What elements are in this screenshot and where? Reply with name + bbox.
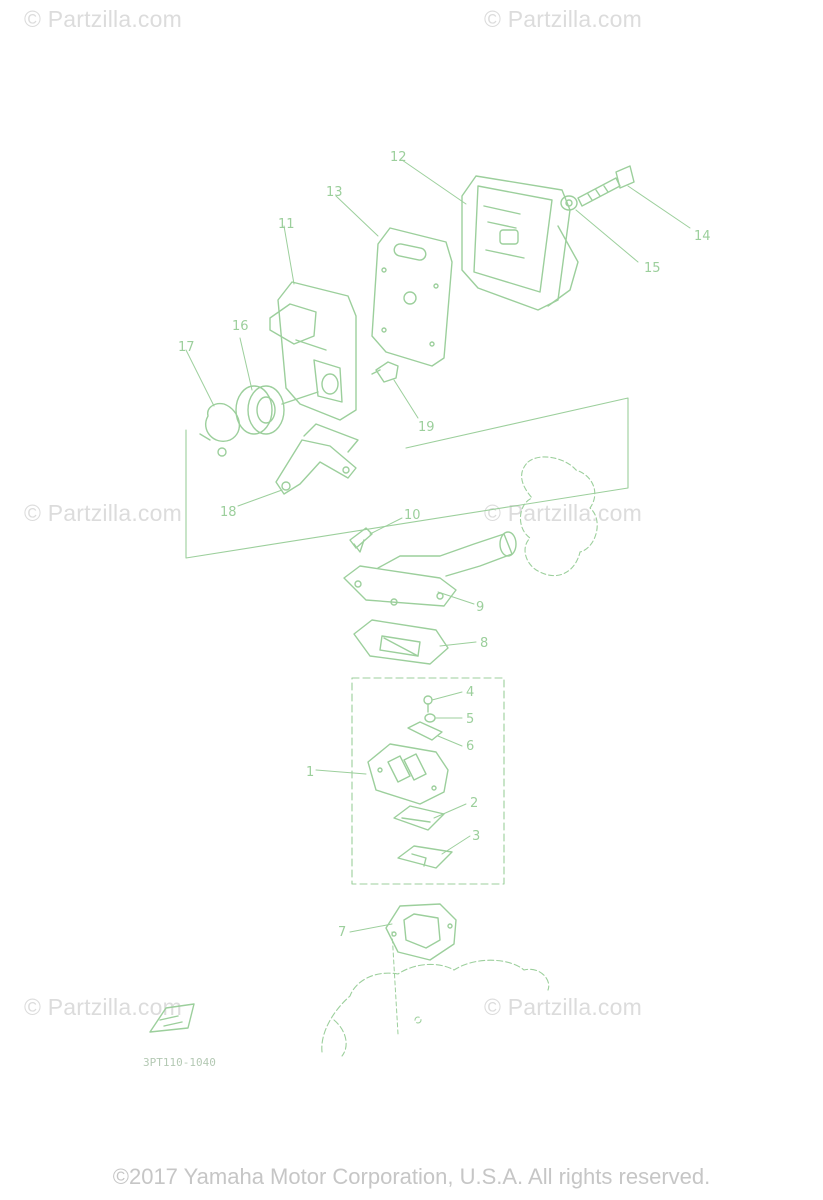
callout-19: 19 <box>418 420 435 435</box>
watermark-bottom-left: © Partzilla.com <box>24 994 182 1020</box>
callout-18: 18 <box>220 505 237 520</box>
intake-manifold-part-9 <box>343 531 517 607</box>
subassembly-bracket-lines <box>185 397 629 559</box>
reed-valve-assembly-box <box>351 677 505 885</box>
screw-part-10 <box>349 527 373 553</box>
silencer-case-part <box>461 175 579 311</box>
gasket-part-7 <box>385 903 457 961</box>
callout-6: 6 <box>466 739 474 754</box>
engine-outline-bottom <box>321 959 550 1057</box>
grommet-part-16 <box>235 385 319 435</box>
washer-part-15 <box>560 195 578 211</box>
reed-stopper-part-3 <box>397 845 453 869</box>
bracket-part-18 <box>275 423 359 495</box>
callout-4: 4 <box>466 685 474 700</box>
callout-10: 10 <box>404 508 421 523</box>
callout-11: 11 <box>278 217 295 232</box>
silencer-cover-part-11 <box>269 281 357 421</box>
stopper-part-6 <box>407 721 443 741</box>
copyright-notice: ©2017 Yamaha Motor Corporation, U.S.A. A… <box>112 1164 711 1189</box>
watermark-top-right: © Partzilla.com <box>484 6 642 32</box>
engine-outline-right <box>519 456 598 577</box>
callout-16: 16 <box>232 319 249 334</box>
callout-8: 8 <box>480 636 488 651</box>
screw-part-4 <box>423 695 433 713</box>
callout-15: 15 <box>644 261 661 276</box>
part-code: 3PT110-1040 <box>143 1056 216 1069</box>
screw-part-19 <box>371 361 399 383</box>
callout-12: 12 <box>390 150 407 165</box>
gasket-plate-part-13 <box>371 227 453 367</box>
washer-part-5 <box>424 713 436 723</box>
callout-17: 17 <box>178 340 195 355</box>
gasket-part-8 <box>353 619 449 665</box>
callout-7: 7 <box>338 925 346 940</box>
callout-leader-lines <box>185 159 691 1035</box>
callout-3: 3 <box>472 829 480 844</box>
callout-13: 13 <box>326 185 343 200</box>
front-arrow-icon <box>149 1003 195 1033</box>
watermark-mid-left: © Partzilla.com <box>24 500 182 526</box>
callout-2: 2 <box>470 796 478 811</box>
callout-9: 9 <box>476 600 484 615</box>
reed-valve-body <box>367 743 449 805</box>
bolt-part-14 <box>577 165 635 207</box>
callout-5: 5 <box>466 712 474 727</box>
watermark-top-left: © Partzilla.com <box>24 6 182 32</box>
watermark-mid-right: © Partzilla.com <box>484 500 642 526</box>
callout-1: 1 <box>306 765 314 780</box>
callout-14: 14 <box>694 229 711 244</box>
clip-part-17 <box>199 402 241 457</box>
reed-part-2 <box>393 805 445 831</box>
watermark-bottom-right: © Partzilla.com <box>484 994 642 1020</box>
